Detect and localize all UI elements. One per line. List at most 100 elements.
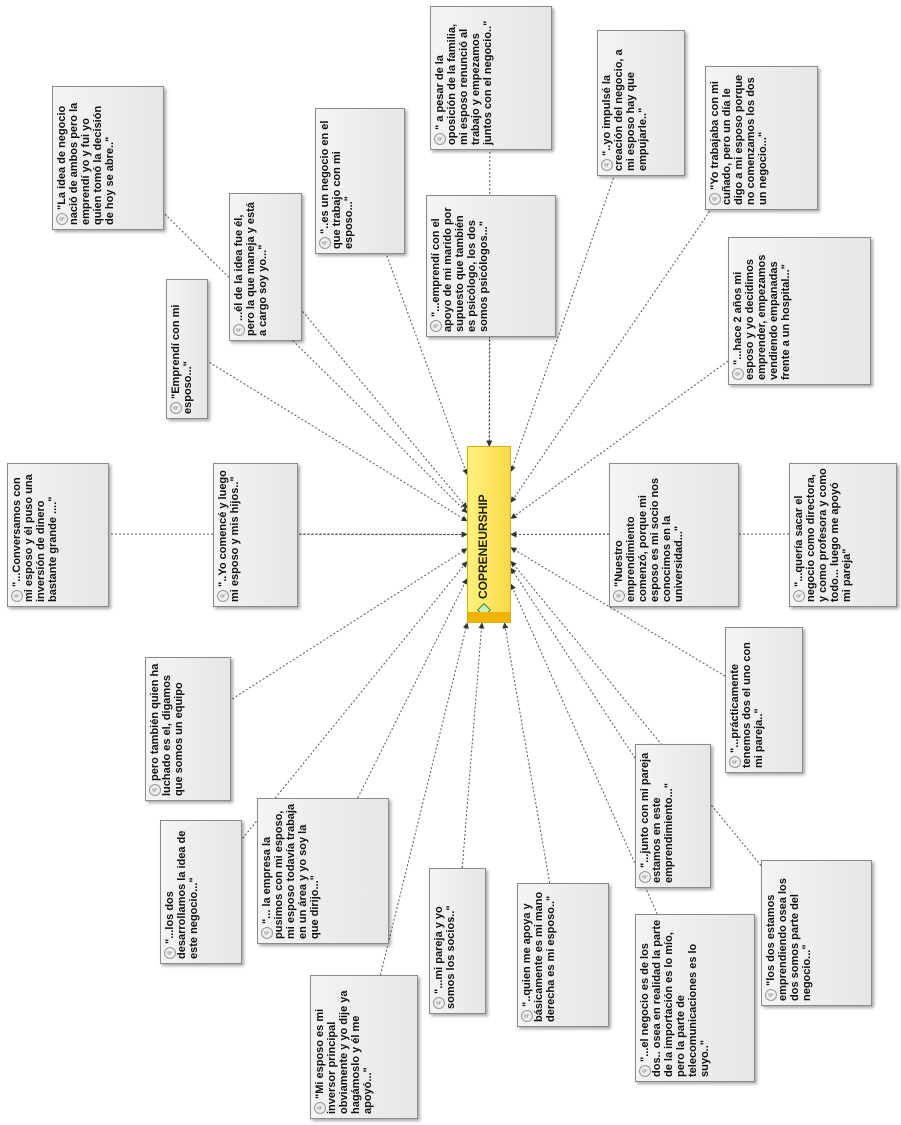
edge-q01 bbox=[161, 210, 468, 514]
quotation-label: "...los dos desarrollamos la idea de est… bbox=[164, 830, 201, 959]
quotation-text: q"los dos estamos emprendiendo osea los … bbox=[762, 861, 871, 1005]
quotation-icon: q bbox=[319, 237, 332, 249]
edge-q20 bbox=[502, 622, 551, 884]
code-label: COPRENEURSHIP bbox=[476, 455, 491, 618]
quotation-text: q"..Yo comencé y luego mi esposo y mis h… bbox=[214, 464, 297, 606]
quotation-label: "..Yo comencé y luego mi esposo y mis hi… bbox=[217, 470, 242, 602]
quotation-text: q"...junto con mi pareja estamos en este… bbox=[636, 745, 710, 887]
edge-q09 bbox=[510, 360, 729, 519]
quotation-icon: q bbox=[729, 756, 742, 768]
quotation-label: "...prácticamente tenemos dos el uno con… bbox=[729, 642, 766, 768]
quotation-text: q"... la empresa la pusimos con mi espos… bbox=[258, 799, 388, 943]
quotation-q21[interactable]: q"los dos estamos emprendiendo osea los … bbox=[761, 860, 872, 1006]
quotation-q23[interactable]: q"Mi esposo es mi inversor principal obv… bbox=[310, 975, 418, 1119]
quotation-icon: q bbox=[233, 324, 246, 336]
quotation-label: " a pesar de la oposición de la familia,… bbox=[434, 20, 495, 145]
edge-q14 bbox=[228, 548, 468, 702]
quotation-icon: q bbox=[765, 989, 778, 1001]
quotation-text: q...él de la idea fue él, pero la que ma… bbox=[230, 194, 301, 340]
quotation-q07[interactable]: q"Yo trabajaba con mi cuñado, pero un dí… bbox=[705, 66, 818, 210]
quotation-label: "..yo impulsé la creación del negocio, a… bbox=[601, 49, 650, 171]
edge-q08 bbox=[205, 359, 468, 522]
quotation-q16[interactable]: q"...los dos desarrollamos la idea de es… bbox=[160, 820, 242, 964]
quotation-icon: q bbox=[793, 590, 806, 602]
quotation-q03[interactable]: q"..es un negocio en el que trabajo con … bbox=[315, 108, 405, 254]
quotation-label: "...Conversamos con mi esposo y él puso … bbox=[11, 474, 60, 602]
quotation-text: q"Nuestro emprendimiento comenzó, porque… bbox=[610, 464, 738, 606]
quotation-icon: q bbox=[170, 402, 183, 414]
quotation-label: "...mi pareja y yo somos los socios.." bbox=[433, 905, 458, 1009]
quotation-q11[interactable]: q"..Yo comencé y luego mi esposo y mis h… bbox=[213, 463, 298, 607]
quotation-q02[interactable]: q...él de la idea fue él, pero la que ma… bbox=[229, 193, 302, 341]
quotation-text: q"...hace 2 años mi esposo y yo decidimo… bbox=[729, 238, 870, 384]
quotation-label: "... la empresa la pusimos con mi esposo… bbox=[261, 803, 322, 939]
edge-q17 bbox=[357, 578, 468, 799]
quotation-icon: q bbox=[613, 590, 626, 602]
quotation-icon: q bbox=[433, 997, 446, 1009]
quotation-icon: q bbox=[430, 320, 443, 332]
quotation-q09[interactable]: q"...hace 2 años mi esposo y yo decidimo… bbox=[728, 237, 871, 385]
quotation-icon: q bbox=[601, 159, 614, 171]
quotation-q05[interactable]: q"...emprendí con el apoyo de mi marido … bbox=[426, 195, 556, 337]
quotation-q10[interactable]: q"...Conversamos con mi esposo y él puso… bbox=[7, 463, 109, 607]
quotation-label: "...junto con mi pareja estamos en este … bbox=[639, 752, 676, 883]
edge-q23 bbox=[379, 622, 469, 976]
quotation-text: q"...quería sacar el negocio como direct… bbox=[790, 464, 896, 606]
quotation-q22[interactable]: q"...el negocio es de los dos.. osea en … bbox=[635, 914, 755, 1082]
quotation-text: q"...los dos desarrollamos la idea de es… bbox=[161, 821, 241, 963]
quotation-q08[interactable]: q"Emprendí con mi esposo..." bbox=[166, 279, 208, 419]
quotation-q06[interactable]: q"..yo impulsé la creación del negocio, … bbox=[597, 30, 685, 176]
quotation-icon: q bbox=[56, 213, 69, 225]
quotation-q19[interactable]: q"...mi pareja y yo somos los socios.." bbox=[429, 868, 486, 1014]
quotation-icon: q bbox=[314, 1102, 327, 1114]
quotation-label: "La idea de negocio nació de ambos pero … bbox=[56, 102, 117, 225]
quotation-icon: q bbox=[434, 133, 447, 145]
edge-q07 bbox=[510, 207, 713, 503]
quotation-text: q"...prácticamente tenemos dos el uno co… bbox=[726, 628, 802, 772]
quotation-text: q"Yo trabajaba con mi cuñado, pero un dí… bbox=[706, 67, 817, 209]
quotation-q12[interactable]: q"Nuestro emprendimiento comenzó, porque… bbox=[609, 463, 739, 607]
quotation-label: "Mi esposo es mi inversor principal obvi… bbox=[314, 990, 375, 1115]
quotation-label: "Nuestro emprendimiento comenzó, porque … bbox=[613, 477, 686, 602]
edge-q22 bbox=[510, 583, 658, 915]
quotation-label: "...quería sacar el negocio como directo… bbox=[793, 468, 854, 602]
edge-q19 bbox=[461, 622, 485, 869]
quotation-label: pero también quien ha luchado es el, dig… bbox=[149, 663, 186, 796]
edge-q03 bbox=[384, 251, 468, 476]
quotation-text: q" a pesar de la oposición de la familia… bbox=[431, 7, 551, 149]
quotation-text: q"Emprendí con mi esposo..." bbox=[167, 280, 207, 418]
quotation-q04[interactable]: q" a pesar de la oposición de la familia… bbox=[430, 6, 552, 150]
quotation-q13[interactable]: q"...quería sacar el negocio como direct… bbox=[789, 463, 897, 607]
edge-q21 bbox=[510, 560, 762, 866]
quotation-label: "...emprendí con el apoyo de mi marido p… bbox=[430, 207, 491, 332]
quotation-icon: q bbox=[261, 927, 274, 939]
quotation-label: "..quien me apoya y básicamente es mi ma… bbox=[521, 891, 558, 1022]
quotation-q17[interactable]: q"... la empresa la pusimos con mi espos… bbox=[257, 798, 389, 944]
quotation-icon: q bbox=[709, 193, 722, 205]
quotation-icon: q bbox=[639, 871, 652, 883]
quotation-text: q"..yo impulsé la creación del negocio, … bbox=[598, 31, 684, 175]
quotation-icon: q bbox=[639, 1065, 652, 1077]
quotation-icon: q bbox=[149, 784, 162, 796]
code-node-footer bbox=[468, 612, 510, 622]
quotation-icon: q bbox=[521, 1010, 534, 1022]
quotation-label: ...él de la idea fue él, pero la que man… bbox=[233, 202, 270, 336]
quotation-text: q"...mi pareja y yo somos los socios.." bbox=[430, 869, 485, 1013]
quotation-text: q"...emprendí con el apoyo de mi marido … bbox=[427, 196, 555, 336]
quotation-text: q"..es un negocio en el que trabajo con … bbox=[316, 109, 404, 253]
quotation-icon: q bbox=[164, 947, 177, 959]
quotation-q18[interactable]: q"...junto con mi pareja estamos en este… bbox=[635, 744, 711, 888]
quotation-label: "Emprendí con mi esposo..." bbox=[170, 304, 195, 414]
quotation-q15[interactable]: q"...prácticamente tenemos dos el uno co… bbox=[725, 627, 803, 773]
quotation-text: q"..quien me apoya y básicamente es mi m… bbox=[518, 884, 608, 1026]
quotation-icon: q bbox=[11, 590, 24, 602]
quotation-q01[interactable]: q"La idea de negocio nació de ambos pero… bbox=[52, 86, 164, 230]
quotation-text: q"...Conversamos con mi esposo y él puso… bbox=[8, 464, 108, 606]
code-node[interactable]: COPRENEURSHIP bbox=[467, 446, 511, 623]
quotation-label: "...hace 2 años mi esposo y yo decidimos… bbox=[732, 254, 793, 380]
quotation-q14[interactable]: qpero también quien ha luchado es el, di… bbox=[145, 657, 231, 801]
edge-q16 bbox=[239, 561, 468, 842]
quotation-q20[interactable]: q"..quien me apoya y básicamente es mi m… bbox=[517, 883, 609, 1027]
quotation-icon: q bbox=[732, 368, 745, 380]
